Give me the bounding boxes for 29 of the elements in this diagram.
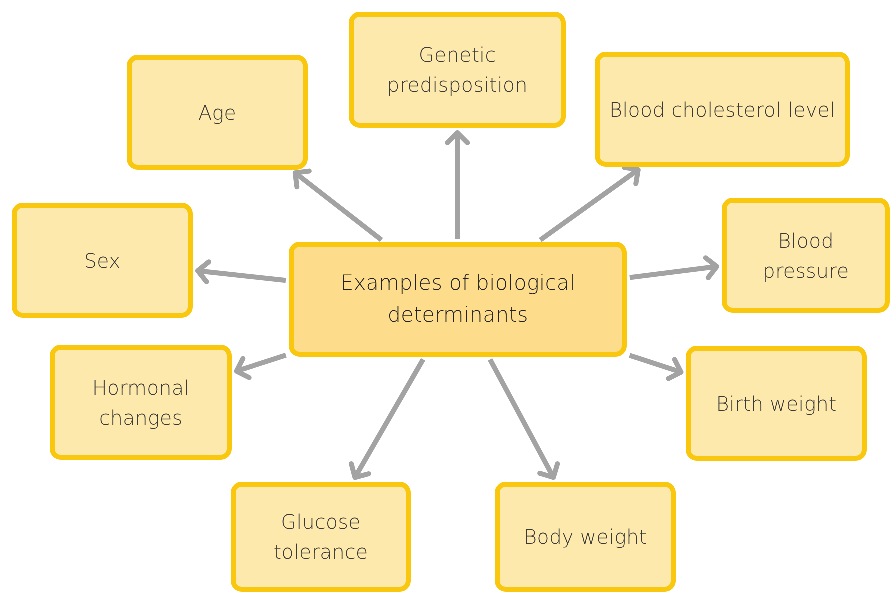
arrow — [445, 130, 470, 239]
node-label: Sex — [84, 248, 121, 274]
factor-box — [722, 198, 890, 313]
factor-box — [595, 52, 850, 167]
node-label: Birth weight — [716, 390, 837, 418]
arrow — [234, 352, 287, 380]
node-label: Genetic predisposition — [386, 42, 529, 99]
arrow — [630, 256, 720, 280]
factor-box — [495, 482, 676, 592]
node-label: Age — [198, 100, 236, 126]
factor-box — [349, 12, 566, 128]
factor-box — [50, 345, 232, 460]
factor-box — [12, 203, 193, 318]
arrow — [539, 165, 641, 242]
arrow — [488, 358, 560, 480]
arrow — [292, 168, 384, 242]
node-label: Blood cholesterol level — [609, 96, 836, 124]
node-label: Body weight — [524, 524, 647, 551]
arrow — [349, 358, 426, 480]
factor-box — [127, 55, 308, 170]
arrow — [195, 260, 286, 284]
node-label: Blood pressure — [762, 228, 850, 284]
node-label: Glucose tolerance — [272, 509, 370, 566]
node-label: Hormonal changes — [91, 374, 191, 432]
central-box — [289, 242, 627, 357]
factor-box — [686, 346, 867, 461]
arrow — [629, 353, 684, 382]
factor-box — [231, 482, 411, 592]
node-label: Examples of biological determinants — [339, 270, 577, 328]
